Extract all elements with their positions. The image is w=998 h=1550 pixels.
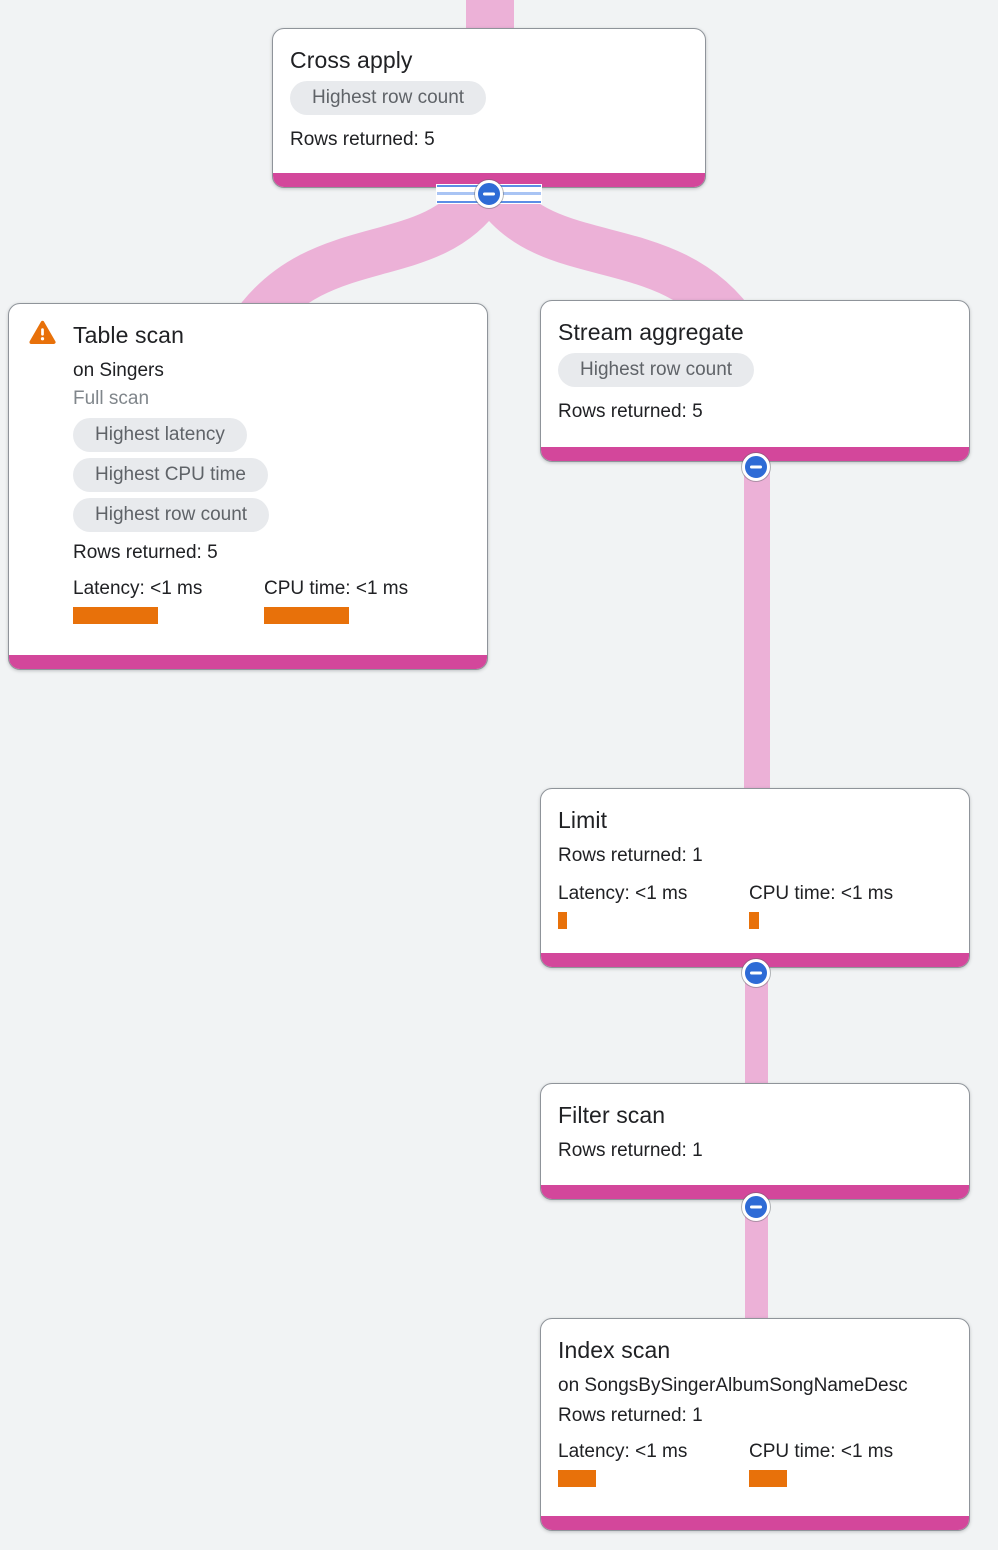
collapse-button-stream-aggregate[interactable] <box>742 453 770 481</box>
collapse-button-filter-scan[interactable] <box>742 1193 770 1221</box>
rows-returned: Rows returned: 1 <box>558 1140 703 1161</box>
minus-icon <box>750 971 762 975</box>
latency-label: Latency: <1 ms <box>558 883 688 904</box>
minus-icon <box>483 192 495 196</box>
node-title: Index scan <box>558 1337 671 1363</box>
node-title: Table scan <box>73 322 184 348</box>
node-title: Cross apply <box>290 47 413 73</box>
node-accent-bar <box>541 1516 969 1530</box>
rows-returned: Rows returned: 1 <box>558 1405 703 1426</box>
minus-icon <box>750 465 762 469</box>
rows-returned: Rows returned: 5 <box>290 129 435 150</box>
badge-highest-row-count: Highest row count <box>558 353 755 387</box>
edge-cross-apply-to-table-scan <box>230 179 501 344</box>
edge-cross-apply-to-stream-aggregate <box>477 178 758 344</box>
edge-stream-aggregate-to-limit <box>744 455 770 800</box>
node-subtitle: on Singers <box>73 360 164 381</box>
node-cross-apply[interactable]: Cross apply Highest row count Rows retur… <box>272 28 706 188</box>
cpu-time-bar <box>749 1470 787 1487</box>
node-accent-bar <box>9 655 487 669</box>
latency-bar <box>73 607 158 624</box>
node-filter-scan[interactable]: Filter scan Rows returned: 1 <box>540 1083 970 1200</box>
cpu-time-label: CPU time: <1 ms <box>264 578 409 599</box>
node-subtitle: on SongsBySingerAlbumSongNameDesc <box>558 1375 908 1396</box>
cpu-time-bar <box>749 912 759 929</box>
badge-highest-row-count: Highest row count <box>290 81 487 115</box>
badge-highest-row-count: Highest row count <box>73 498 270 532</box>
node-table-scan[interactable]: Table scan on Singers Full scan Highest … <box>8 303 488 670</box>
edge-limit-to-filter-scan <box>745 958 768 1098</box>
node-index-scan[interactable]: Index scan on SongsBySingerAlbumSongName… <box>540 1318 970 1531</box>
cpu-time-label: CPU time: <1 ms <box>749 883 894 904</box>
collapse-control-cross-apply <box>437 180 541 208</box>
rows-returned: Rows returned: 5 <box>73 542 218 563</box>
minus-icon <box>750 1205 762 1209</box>
scan-type-note: Full scan <box>73 388 150 409</box>
collapse-button-limit[interactable] <box>742 959 770 987</box>
latency-bar <box>558 912 567 929</box>
cpu-time-label: CPU time: <1 ms <box>749 1441 894 1462</box>
latency-label: Latency: <1 ms <box>558 1441 688 1462</box>
warning-icon <box>29 320 56 350</box>
node-title: Limit <box>558 807 608 833</box>
edge-filter-scan-to-index-scan <box>745 1190 768 1332</box>
node-limit[interactable]: Limit Rows returned: 1 Latency: <1 ms CP… <box>540 788 970 968</box>
node-title: Filter scan <box>558 1102 666 1128</box>
badge-highest-cpu-time: Highest CPU time <box>73 458 268 492</box>
cpu-time-bar <box>264 607 349 624</box>
rows-returned: Rows returned: 5 <box>558 401 703 422</box>
node-accent-bar <box>541 1185 969 1199</box>
node-title: Stream aggregate <box>558 319 744 345</box>
latency-bar <box>558 1470 596 1487</box>
badge-highest-latency: Highest latency <box>73 418 247 452</box>
latency-label: Latency: <1 ms <box>73 578 203 599</box>
rows-returned: Rows returned: 1 <box>558 845 703 866</box>
node-stream-aggregate[interactable]: Stream aggregate Highest row count Rows … <box>540 300 970 462</box>
collapse-button[interactable] <box>475 180 503 208</box>
